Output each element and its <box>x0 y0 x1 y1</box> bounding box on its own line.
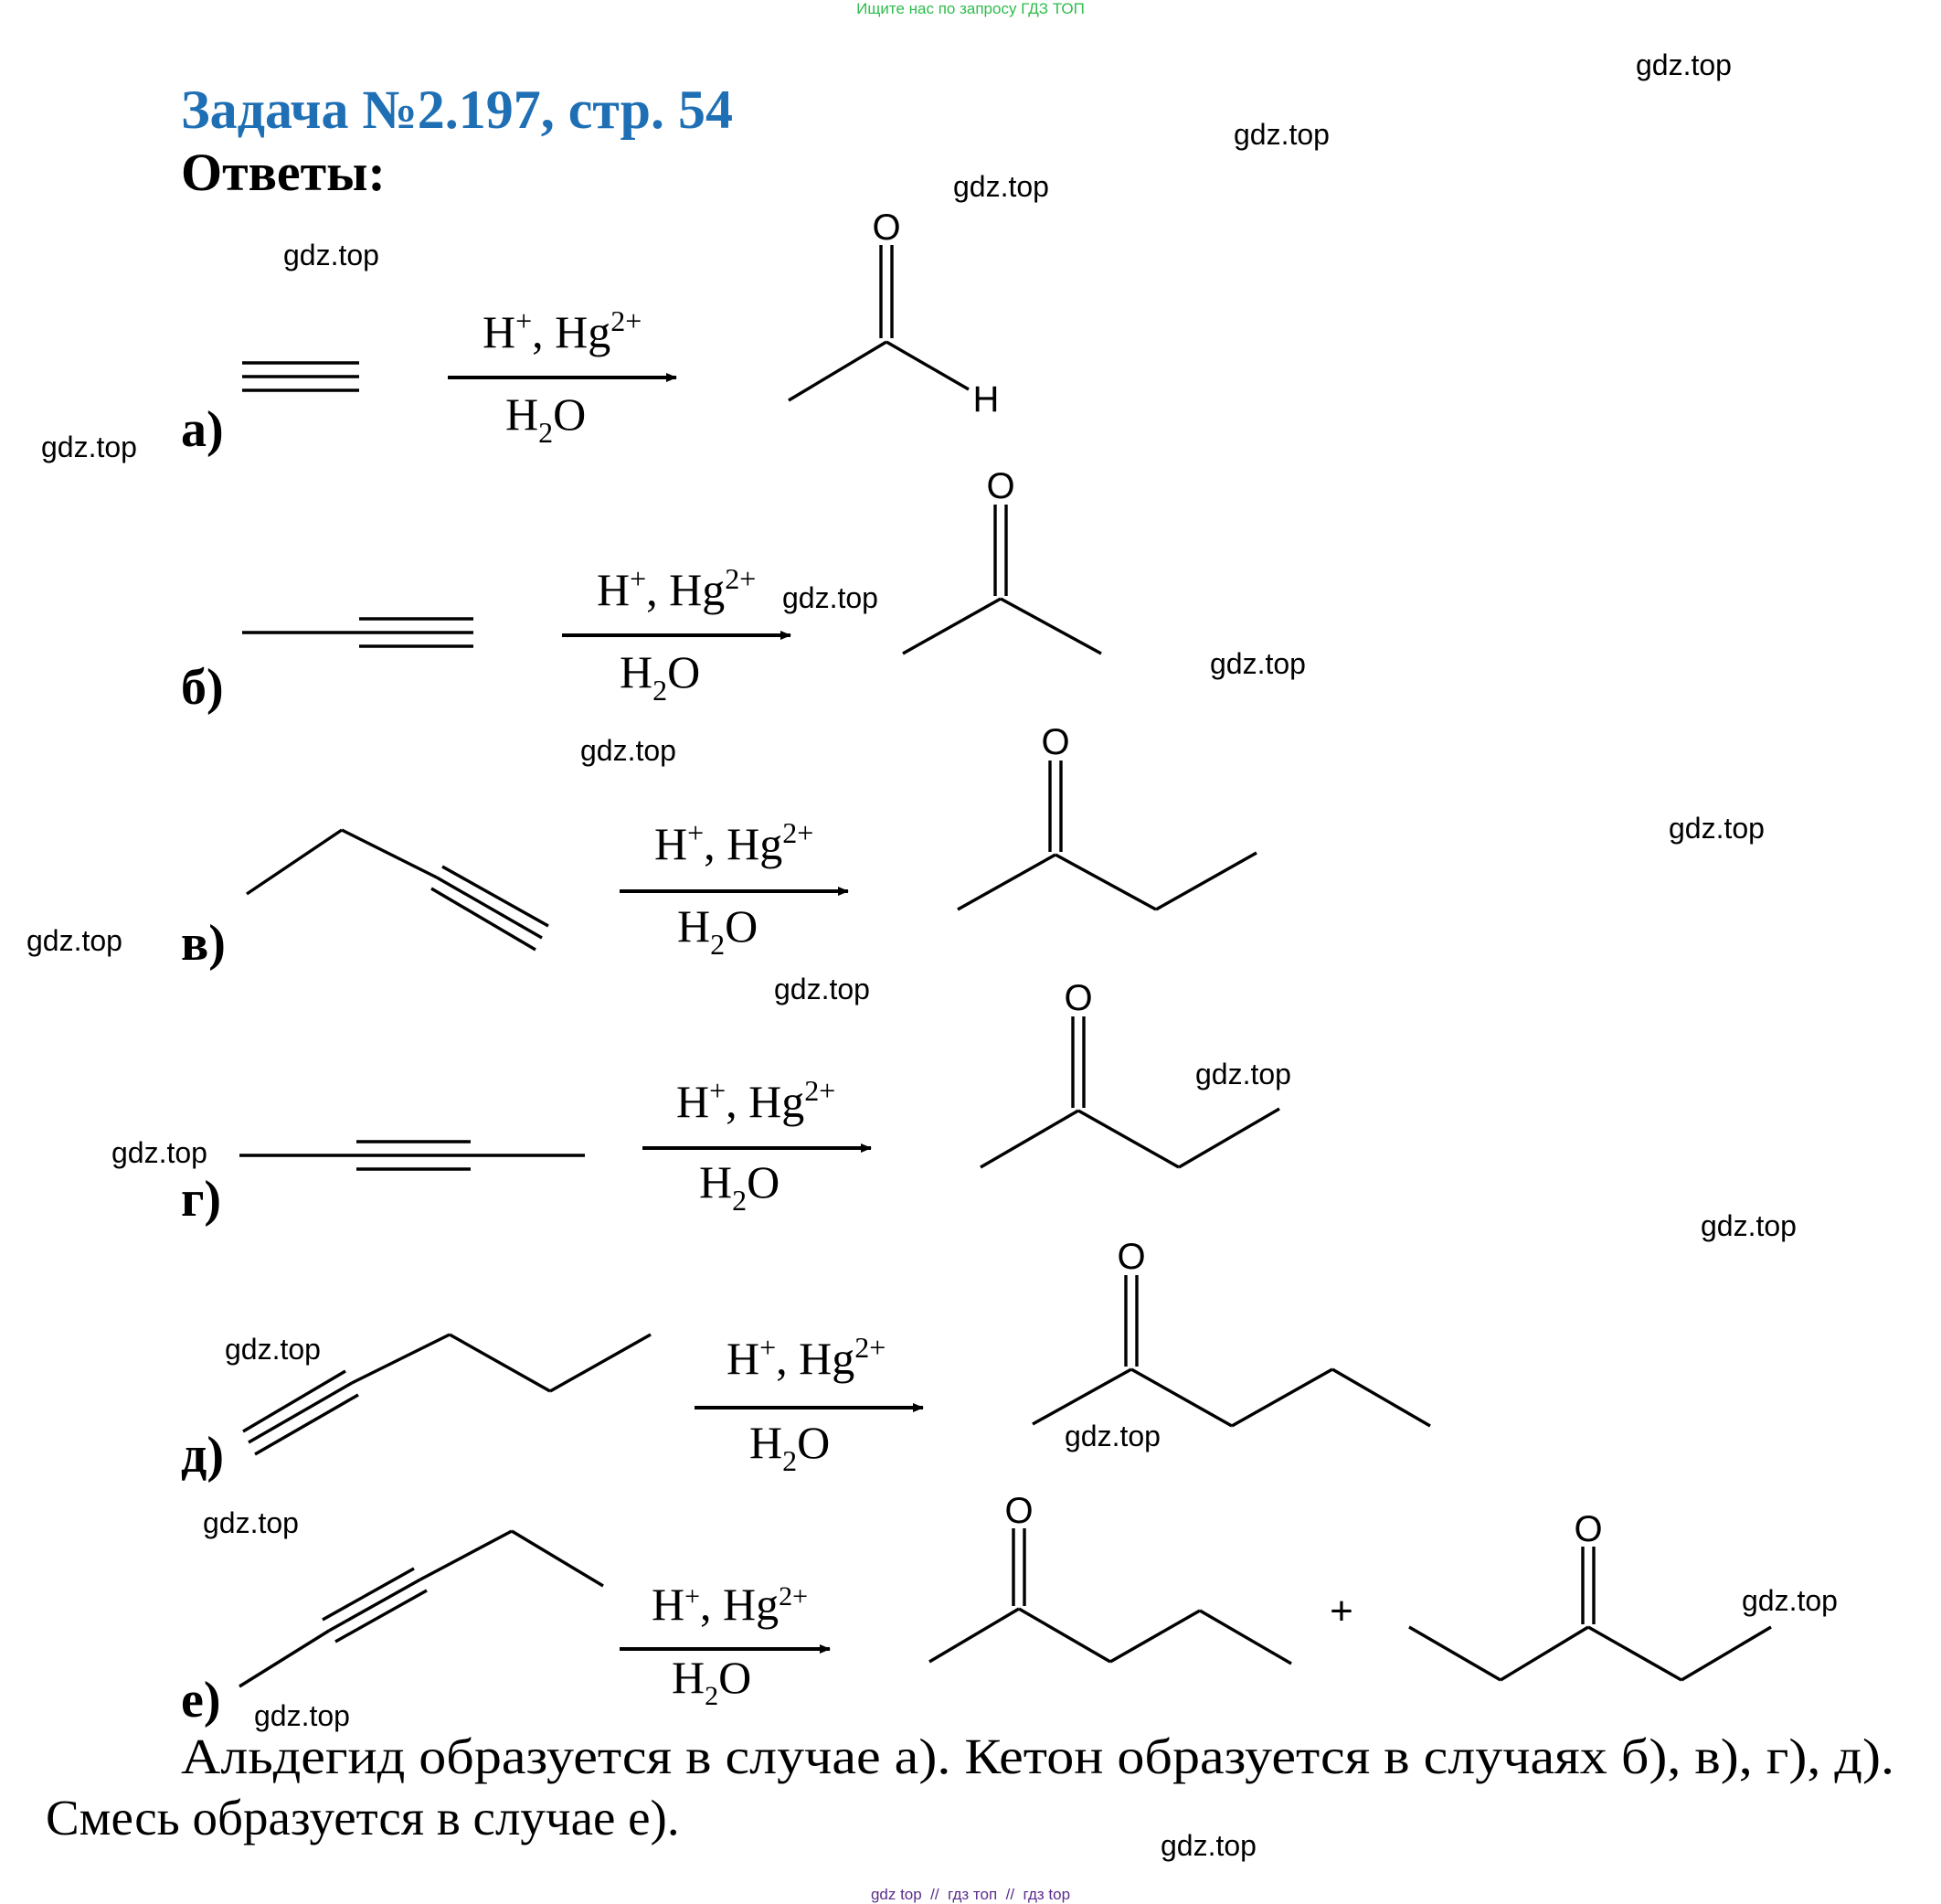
reaction-b: б) H+, Hg2+ H2O O <box>181 466 1102 716</box>
reactant-2-butyne <box>239 1140 585 1171</box>
reaction-label: б) <box>181 659 224 716</box>
watermark: gdz.top <box>1669 812 1765 845</box>
watermark: gdz.top <box>225 1333 321 1366</box>
watermark: gdz.top <box>1161 1829 1257 1862</box>
product-butanone: O <box>980 978 1280 1169</box>
svg-text:H2O: H2O <box>677 900 758 961</box>
watermark: gdz.top <box>111 1136 207 1169</box>
watermark: gdz.top <box>1065 1420 1161 1452</box>
watermark: gdz.top <box>774 973 870 1005</box>
reaction-a: а) H+, Hg2+ H2O O H <box>181 207 999 458</box>
product-acetone: O <box>902 466 1102 655</box>
reaction-label: а) <box>181 401 224 458</box>
oxygen-atom: O <box>1041 722 1069 762</box>
watermark: gdz.top <box>782 581 878 614</box>
product-acetaldehyde: O H <box>788 207 1000 420</box>
watermark: gdz.top <box>1234 118 1330 151</box>
reaction-d: д) H+, Hg2+ H2O O <box>181 1237 1431 1484</box>
watermark: gdz.top <box>254 1699 350 1732</box>
svg-text:H+, Hg2+: H+, Hg2+ <box>676 1074 835 1127</box>
reactant-1-pentyne <box>242 1333 652 1456</box>
svg-text:H2O: H2O <box>620 646 700 707</box>
reactant-2-pentyne <box>239 1529 604 1688</box>
reaction-label: е) <box>181 1672 221 1728</box>
reaction-g: г) H+, Hg2+ H2O O <box>181 978 1280 1228</box>
reactant-propyne <box>242 617 473 648</box>
watermark: gdz.top <box>41 431 137 463</box>
reaction-conditions: H+, Hg2+ H2O <box>562 562 791 707</box>
top-search-note: Ищите нас по запросу ГДЗ ТОП <box>856 0 1085 17</box>
oxygen-atom: O <box>872 207 900 248</box>
oxygen-atom: O <box>1064 978 1092 1018</box>
watermark: gdz.top <box>1636 48 1732 81</box>
svg-text:H2O: H2O <box>505 388 586 449</box>
oxygen-atom: O <box>1004 1491 1033 1531</box>
conclusion-line-1: Альдегид образуется в случае а). Кетон о… <box>181 1728 1894 1784</box>
svg-text:H+, Hg2+: H+, Hg2+ <box>483 304 642 357</box>
watermark: gdz.top <box>27 924 122 957</box>
reaction-label: в) <box>181 915 226 972</box>
hydrogen-atom: H <box>973 379 1000 420</box>
svg-text:H+, Hg2+: H+, Hg2+ <box>654 816 813 869</box>
reaction-conditions: H+, Hg2+ H2O <box>448 304 677 449</box>
answers-heading: Ответы: <box>181 143 386 202</box>
reaction-label: д) <box>181 1427 224 1484</box>
conclusion-line-2: Смесь образуется в случае е). <box>46 1790 680 1845</box>
watermark: gdz.top <box>1210 647 1306 680</box>
svg-text:H+, Hg2+: H+, Hg2+ <box>652 1579 808 1630</box>
watermark: gdz.top <box>580 734 676 767</box>
product-2-pentanone: O <box>1032 1237 1431 1428</box>
plus-sign: + <box>1330 1589 1353 1633</box>
svg-text:H2O: H2O <box>699 1156 780 1217</box>
product-butanone: O <box>957 722 1257 911</box>
reactant-1-butyne <box>246 828 549 952</box>
reaction-conditions: H+, Hg2+ H2O <box>695 1331 924 1477</box>
svg-text:H+, Hg2+: H+, Hg2+ <box>597 562 756 615</box>
reactant-acetylene <box>242 361 359 392</box>
watermark: gdz.top <box>953 170 1049 203</box>
reaction-conditions: H+, Hg2+ H2O <box>620 816 849 961</box>
reaction-conditions: H+, Hg2+ H2O <box>642 1074 872 1217</box>
watermark: gdz.top <box>283 239 379 271</box>
oxygen-atom: O <box>1117 1237 1145 1277</box>
svg-text:H2O: H2O <box>749 1417 830 1477</box>
footer-note: gdz top // гдз топ // гдз top <box>871 1886 1070 1903</box>
svg-text:H+, Hg2+: H+, Hg2+ <box>727 1331 886 1384</box>
svg-text:H2O: H2O <box>672 1652 751 1711</box>
watermark: gdz.top <box>203 1506 299 1539</box>
watermark: gdz.top <box>1195 1058 1291 1090</box>
oxygen-atom: O <box>1574 1509 1602 1549</box>
watermarks: gdz.top gdz.top gdz.top gdz.top gdz.top … <box>27 48 1838 1862</box>
watermark: gdz.top <box>1701 1209 1797 1242</box>
page-title: Задача №2.197, стр. 54 <box>181 80 733 140</box>
product-2-pentanone: O <box>928 1491 1292 1665</box>
reaction-conditions: H+, Hg2+ H2O <box>620 1579 831 1711</box>
reaction-label: г) <box>181 1171 221 1228</box>
product-3-pentanone: O <box>1408 1509 1772 1682</box>
watermark: gdz.top <box>1742 1584 1838 1617</box>
oxygen-atom: O <box>986 466 1014 506</box>
reaction-e: е) H+, Hg2+ H2O O + <box>181 1491 1772 1728</box>
reaction-v: в) H+, Hg2+ H2O O <box>181 722 1257 972</box>
